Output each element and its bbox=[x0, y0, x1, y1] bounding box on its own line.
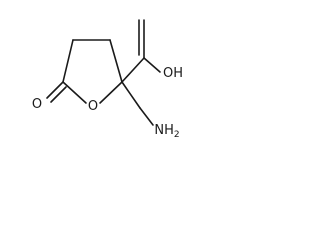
bond-c5-c4 bbox=[62, 39, 74, 83]
ring-oxygen-label: O bbox=[88, 99, 98, 114]
bond-c3-c2 bbox=[109, 39, 123, 83]
bond-c2-ch2 bbox=[121, 81, 141, 109]
bond-c2-ring-o bbox=[99, 81, 123, 104]
bond-c2-cooh bbox=[121, 57, 145, 83]
amine-label: NH2 bbox=[154, 123, 179, 140]
bond-carbonyl-inner bbox=[50, 86, 67, 103]
chemical-structure: O O OH NH2 bbox=[32, 19, 183, 140]
carbonyl-oxygen-label: O bbox=[32, 97, 42, 112]
hydroxyl-label: OH bbox=[163, 66, 183, 81]
bond-carbonyl-outer bbox=[46, 81, 64, 99]
bond-ring-o-c5 bbox=[62, 81, 87, 104]
bond-ch2-n bbox=[139, 107, 154, 126]
bond-acid-c-oh bbox=[143, 57, 161, 73]
